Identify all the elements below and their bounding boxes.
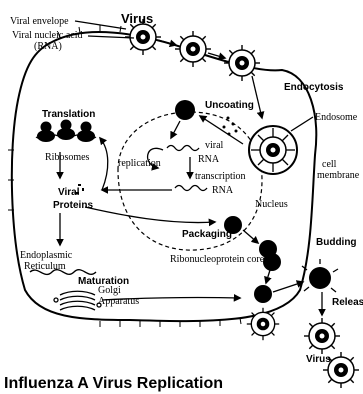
core-to-nucleus-arrow [171, 121, 180, 138]
label-virus-top: Virus [121, 11, 153, 26]
proteins-to-nucleus-arrow [85, 207, 215, 223]
entry-arrow-1 [158, 40, 176, 45]
entry-arrow-3 [252, 76, 262, 118]
viral-rna-strand [167, 146, 199, 151]
virion-entering-2 [175, 31, 211, 67]
label-rnp-core: Ribonucleoprotein core [170, 254, 265, 265]
label-rna: RNA [212, 185, 234, 196]
label-packaging: Packaging [182, 229, 232, 240]
endosome [249, 126, 297, 174]
label-replication: replication [118, 158, 161, 169]
released-virion-2 [247, 308, 279, 340]
uncoated-core [175, 100, 195, 120]
label-budding: Budding [316, 237, 357, 248]
label-uncoating: Uncoating [205, 100, 254, 111]
label-transcription: transcription [195, 171, 246, 182]
label-cell: cell [322, 159, 337, 170]
label-release: Release [332, 297, 363, 308]
released-virion-1 [304, 318, 340, 354]
packaging-arrow-2 [266, 270, 270, 283]
mrna-to-ribosome-arrow [100, 138, 108, 190]
label-translation: Translation [42, 109, 95, 120]
diagram-title: Influenza A Virus Replication [4, 375, 223, 392]
label-endosome: Endosome [315, 112, 358, 123]
rnp-core-2 [263, 253, 281, 271]
label-endocytosis: Endocytosis [284, 82, 344, 93]
label-viral-envelope: Viral envelope [10, 16, 69, 27]
rnp-core-3 [254, 285, 272, 303]
label-viral-proteins-1: Viral [58, 187, 80, 198]
mrna-strand [175, 186, 207, 191]
label-viral-rna-1: viral [205, 140, 224, 151]
virion-entering-3 [224, 45, 260, 81]
golgi-apparatus [54, 291, 101, 310]
label-virus-bottom: Virus [306, 354, 331, 365]
packaging-arrow-1 [243, 230, 258, 243]
pointer-endosome [291, 117, 313, 131]
label-nucleus: Nucleus [255, 199, 288, 210]
label-er-2: Reticulum [24, 261, 66, 272]
label-viral-proteins-2: Proteins [53, 200, 93, 211]
core-to-budding-arrow [273, 282, 303, 292]
label-viral-nucleic-acid-rna: (RNA) [34, 41, 62, 52]
label-er-1: Endoplasmic [20, 250, 73, 261]
label-golgi: Golgi [98, 285, 121, 296]
cell-membrane [12, 32, 316, 321]
label-golgi-apparatus: Apparatus [98, 296, 139, 307]
label-viral-rna-2: RNA [198, 154, 220, 165]
label-ribosomes: Ribosomes [45, 152, 90, 163]
label-viral-nucleic-acid: Viral nucleic acid [12, 30, 82, 41]
label-membrane: membrane [317, 170, 360, 181]
budding-virion [309, 267, 331, 289]
